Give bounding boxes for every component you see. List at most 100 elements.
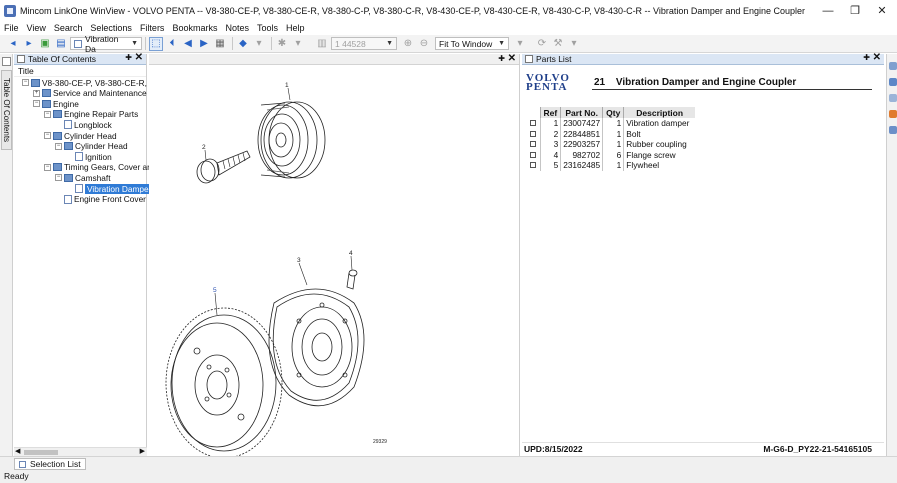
menu-help[interactable]: Help (285, 23, 305, 33)
toc-item[interactable]: −V8-380-CE-P, V8-380-CE-R, V8- (22, 77, 162, 88)
menu-notes[interactable]: Notes (225, 23, 249, 33)
panel-icon[interactable] (889, 62, 897, 70)
rotate-icon[interactable]: ⟳ (537, 38, 547, 49)
row-checkbox[interactable] (526, 139, 540, 150)
settings-icon[interactable]: ✱ (277, 38, 287, 49)
zoom-in-icon[interactable]: ⊕ (403, 38, 413, 49)
nav-previous-icon[interactable]: ◀ (184, 38, 192, 49)
row-checkbox[interactable] (526, 150, 540, 161)
notes-icon[interactable]: ▾ (256, 38, 262, 49)
print-icon[interactable]: ▦ (215, 38, 225, 49)
page-number-field[interactable]: 1 44528 ▼ (331, 37, 397, 50)
menu-bookmarks[interactable]: Bookmarks (172, 23, 218, 33)
collapse-icon[interactable]: − (55, 142, 62, 150)
panel-icon[interactable] (889, 78, 897, 86)
scroll-right-icon[interactable]: ▶ (139, 448, 145, 455)
rubber-coupling-part[interactable] (268, 288, 365, 407)
scroll-left-icon[interactable]: ◀ (15, 448, 21, 455)
collapse-icon[interactable]: − (44, 110, 51, 118)
checkbox[interactable] (529, 162, 536, 169)
nav-next-icon[interactable]: ▶ (200, 38, 208, 49)
menu-view[interactable]: View (26, 23, 46, 33)
bookmark-icon[interactable]: ◆ (239, 38, 247, 49)
menu-tools[interactable]: Tools (256, 23, 278, 33)
panel-icon[interactable] (889, 110, 897, 118)
collapse-icon[interactable]: − (44, 132, 51, 139)
toc-horizontal-scrollbar[interactable]: ◀ ▶ (14, 447, 147, 456)
col-qty[interactable]: Qty (602, 107, 624, 118)
col-ref[interactable]: Ref (539, 107, 561, 118)
collapse-icon[interactable]: − (55, 174, 62, 182)
open-book-icon[interactable]: ▣ (40, 38, 50, 49)
toc-item[interactable]: +Service and Maintenance (33, 88, 147, 99)
collapse-icon[interactable]: − (44, 163, 51, 171)
toc-toggle-icon[interactable] (2, 57, 11, 66)
checkbox[interactable] (529, 120, 536, 127)
callout-label[interactable]: 1 (285, 82, 289, 89)
maximize-button[interactable]: ❐ (850, 5, 860, 17)
menu-filters[interactable]: Filters (139, 23, 165, 33)
callout-label[interactable]: 4 (349, 250, 353, 257)
tools-icon[interactable]: ⚒ (553, 38, 563, 49)
forward-book-icon[interactable]: ▸ (26, 38, 32, 49)
collapse-icon[interactable]: − (22, 79, 29, 86)
toc-item[interactable]: −Engine (33, 98, 79, 109)
nav-first-icon[interactable]: ⏴ (169, 38, 175, 49)
toc-item[interactable]: Longblock (55, 119, 112, 130)
row-checkbox[interactable] (526, 118, 540, 129)
panel-icon[interactable] (889, 94, 897, 102)
toc-item[interactable]: −Cylinder Head (44, 130, 117, 141)
toc-item[interactable]: −Camshaft (55, 172, 111, 183)
pin-icon[interactable]: ✚ (863, 53, 870, 62)
checkbox[interactable] (529, 141, 536, 148)
tab-selection-list[interactable]: Selection List (14, 458, 86, 470)
minimize-button[interactable]: — (822, 4, 834, 17)
panel-icon[interactable] (889, 126, 897, 134)
menu-file[interactable]: File (4, 23, 19, 33)
zoom-select[interactable]: Fit To Window ▼ (435, 37, 509, 50)
zoom-out-icon[interactable]: ⊖ (419, 38, 429, 49)
bolt-part[interactable] (196, 150, 251, 184)
close-icon[interactable]: ✕ (134, 52, 143, 63)
scroll-thumb[interactable] (24, 450, 58, 455)
pin-icon[interactable]: ✚ (125, 53, 132, 62)
checkbox[interactable] (529, 130, 536, 137)
collapse-icon[interactable]: − (33, 100, 40, 108)
library-icon[interactable]: ▤ (56, 38, 66, 49)
book-select[interactable]: Vibration Da ▼ (70, 34, 142, 54)
col-description[interactable]: Description (623, 107, 696, 118)
flywheel-part[interactable] (165, 307, 283, 456)
select-mode-icon[interactable]: ⬚ (149, 36, 163, 51)
hotspot-icon[interactable]: ▾ (517, 38, 523, 49)
toc-item[interactable]: Ignition (66, 151, 112, 162)
close-icon[interactable]: ✕ (872, 52, 881, 63)
row-checkbox[interactable] (526, 129, 540, 140)
col-part-no[interactable]: Part No. (560, 107, 603, 118)
row-checkbox[interactable] (526, 160, 540, 171)
toc-item[interactable]: Engine Front Cover (55, 194, 146, 205)
toc-item[interactable]: −Engine Repair Parts (44, 109, 138, 120)
back-book-icon[interactable]: ◂ (10, 38, 16, 49)
exploded-parts-drawing[interactable]: 1 2 3 4 5 29329 (149, 65, 520, 456)
flange-screw-part[interactable] (346, 269, 358, 290)
close-icon[interactable]: ✕ (507, 53, 516, 64)
checkbox[interactable] (529, 151, 536, 158)
pin-icon[interactable]: ✚ (498, 54, 505, 63)
close-window-button[interactable]: ✕ (877, 5, 887, 17)
toc-item[interactable]: Vibration Damper (66, 183, 154, 194)
dropdown-icon[interactable]: ▾ (295, 38, 301, 49)
toc-item[interactable]: −Cylinder Head (55, 141, 128, 152)
callout-label[interactable]: 3 (297, 257, 301, 264)
expand-icon[interactable]: + (33, 89, 40, 97)
toc-vertical-tab[interactable]: Table Of Contents (1, 70, 12, 150)
menu-search[interactable]: Search (53, 23, 83, 33)
callout-label[interactable]: 5 (213, 287, 217, 294)
dropdown-icon[interactable]: ▾ (571, 38, 577, 49)
menu-selections[interactable]: Selections (90, 23, 132, 33)
callout-label[interactable]: 2 (202, 144, 206, 151)
vibration-damper-part[interactable] (257, 101, 326, 179)
